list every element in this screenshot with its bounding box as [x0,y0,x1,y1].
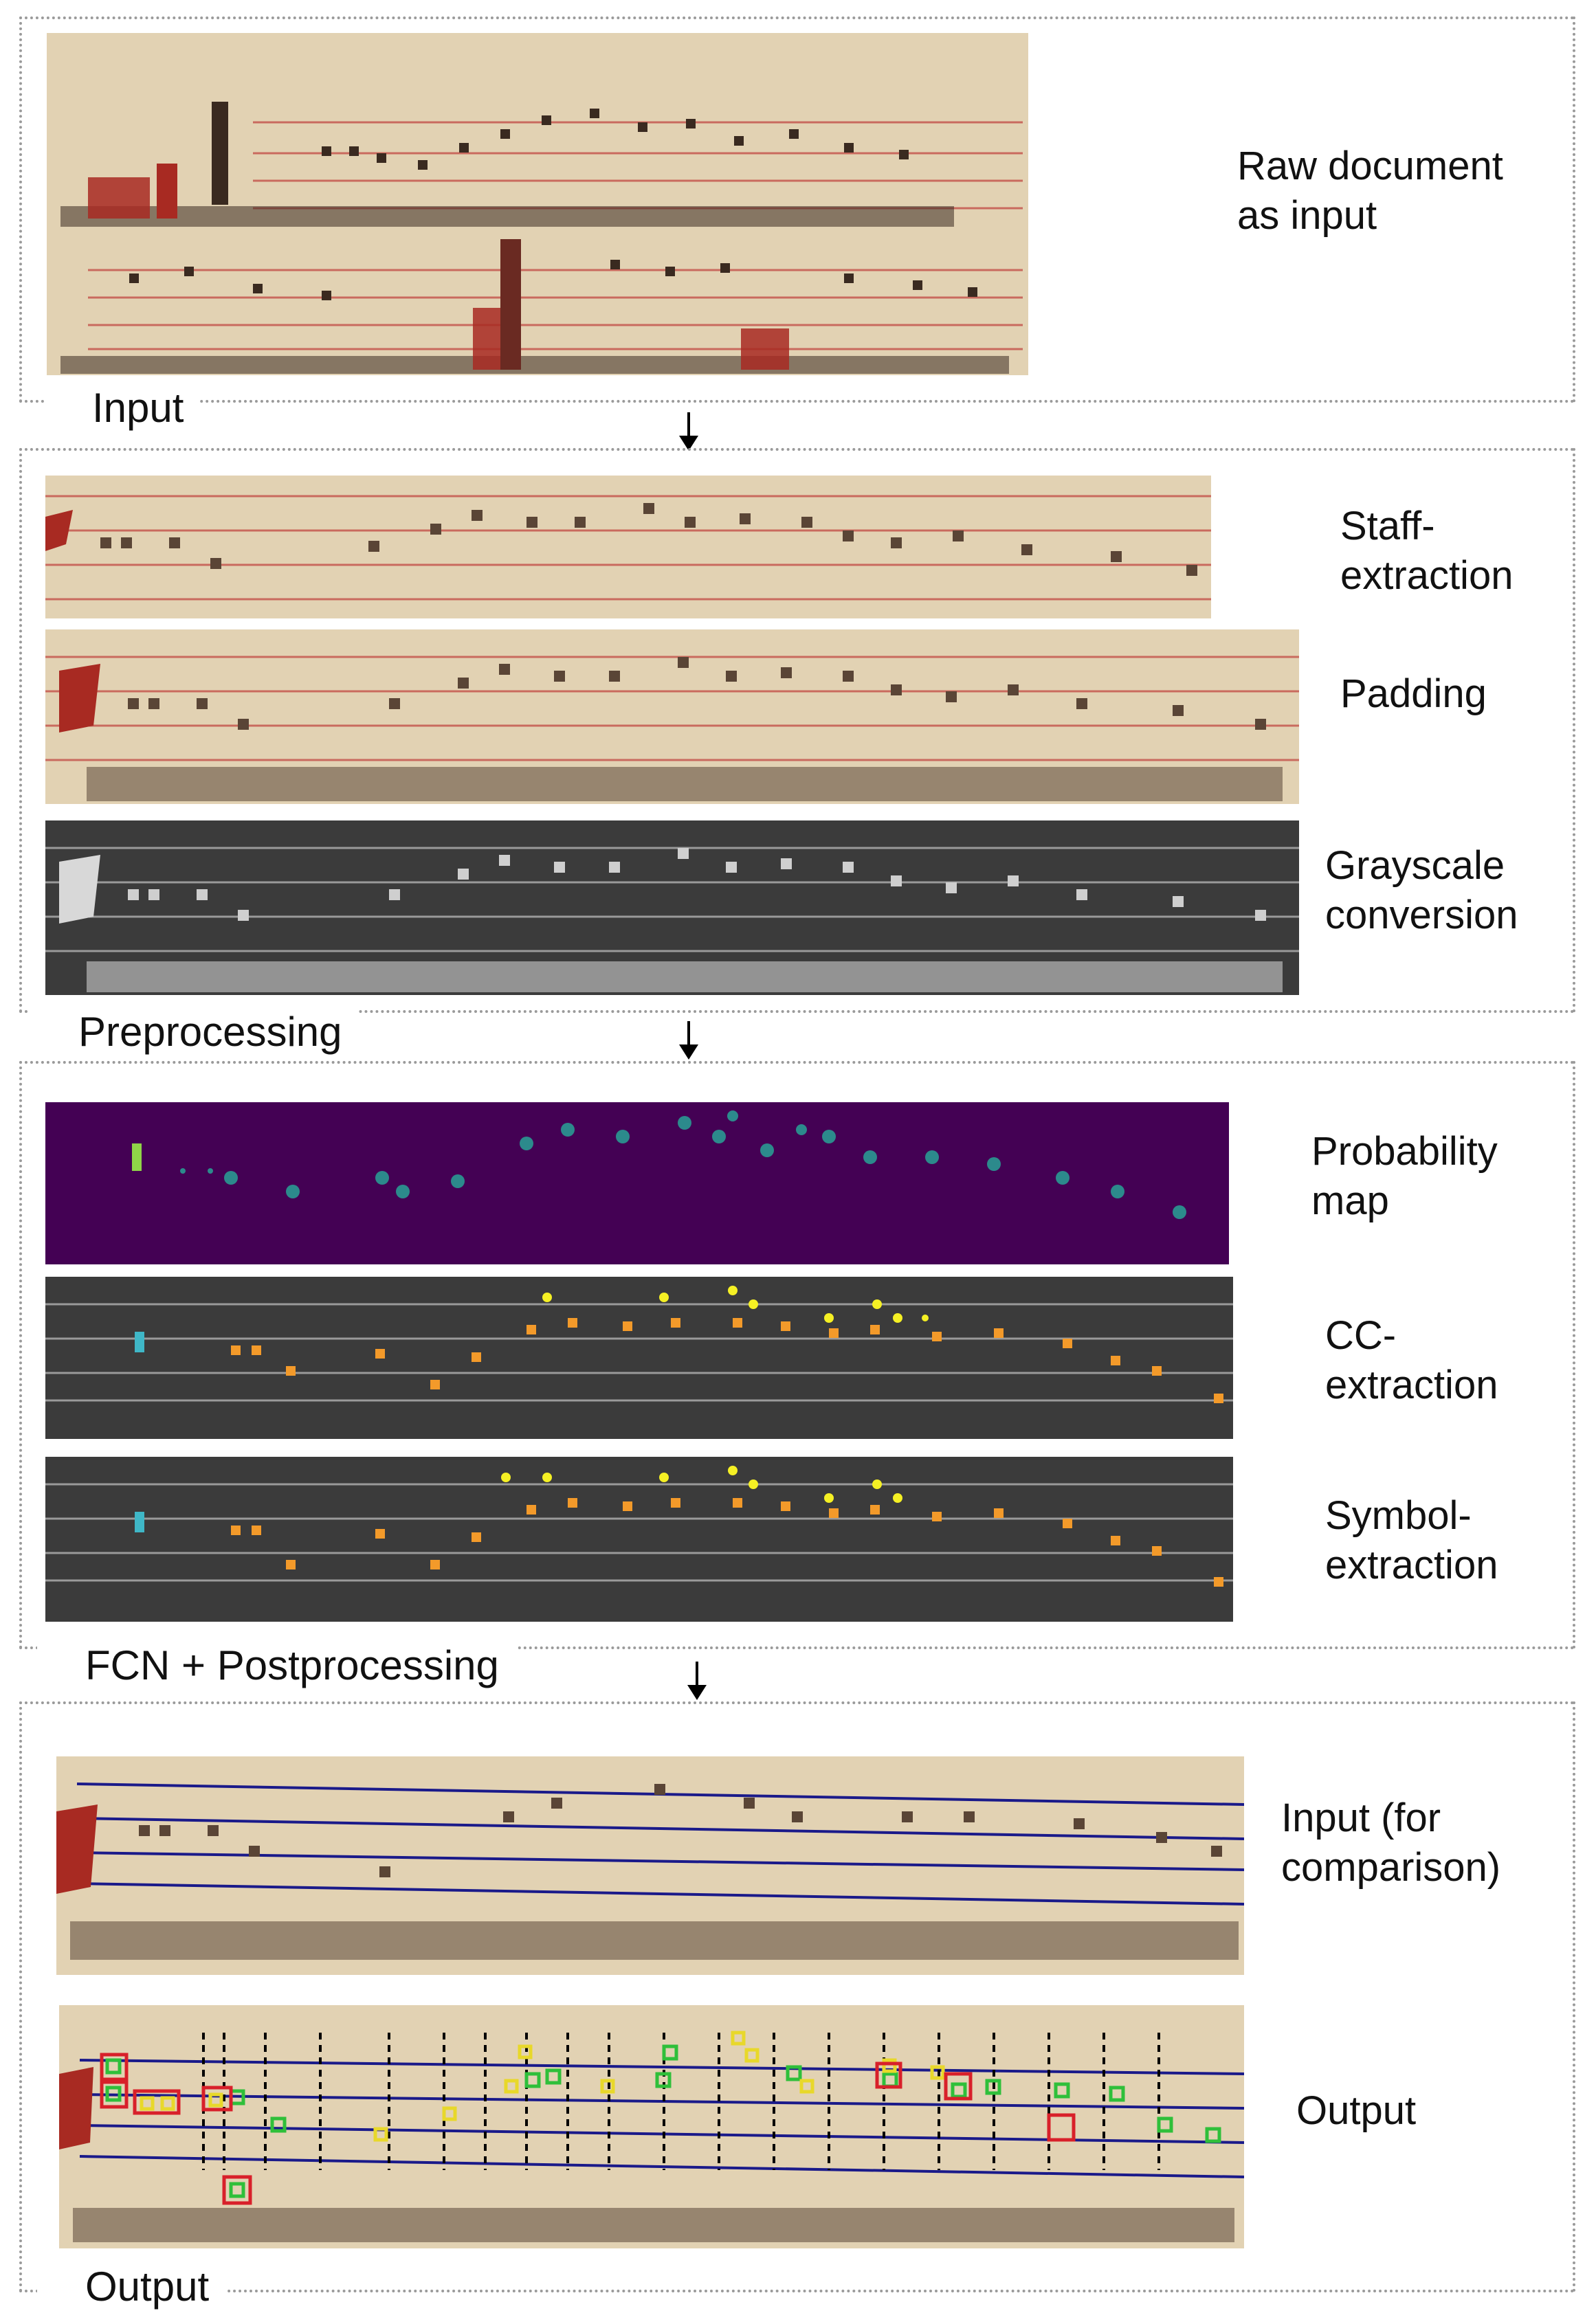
arrow-down-icon [679,1021,698,1060]
output-label: Output [1296,2088,1417,2133]
symbol-extraction-label: Symbol-extraction [1325,1493,1498,1587]
preprocessing-section [19,448,1575,1013]
raw-document-image [47,33,1028,375]
grayscale-conversion-label: Grayscale conversion [1325,843,1518,937]
input-section [19,16,1575,403]
output-section-label: Output [37,2265,226,2309]
input-comparison-image [56,1756,1244,1975]
staff-extraction-label: Staff-extraction [1340,504,1514,598]
input-section-label: Input [44,386,201,430]
grayscale-conversion-image [45,820,1299,995]
cc-extraction-image [45,1277,1233,1439]
cc-extraction-label: CC-extraction [1325,1313,1498,1407]
raw-document-label: Raw document as input [1237,144,1503,238]
symbol-extraction-image [45,1457,1233,1622]
padding-image [45,629,1299,804]
fcn-postprocessing-section [19,1061,1575,1649]
padding-label: Padding [1340,671,1487,716]
arrow-down-icon [679,412,698,451]
staff-extraction-image [45,476,1211,618]
output-image [59,2005,1244,2248]
fcn-postprocessing-section-label: FCN + Postprocessing [37,1644,516,1688]
probability-map-label: Probability map [1311,1129,1498,1223]
arrow-down-icon [687,1662,707,1700]
input-comparison-label: Input (for comparison) [1281,1796,1501,1890]
output-section [19,1701,1575,2292]
preprocessing-section-label: Preprocessing [30,1010,359,1054]
probability-map-image [45,1102,1229,1264]
